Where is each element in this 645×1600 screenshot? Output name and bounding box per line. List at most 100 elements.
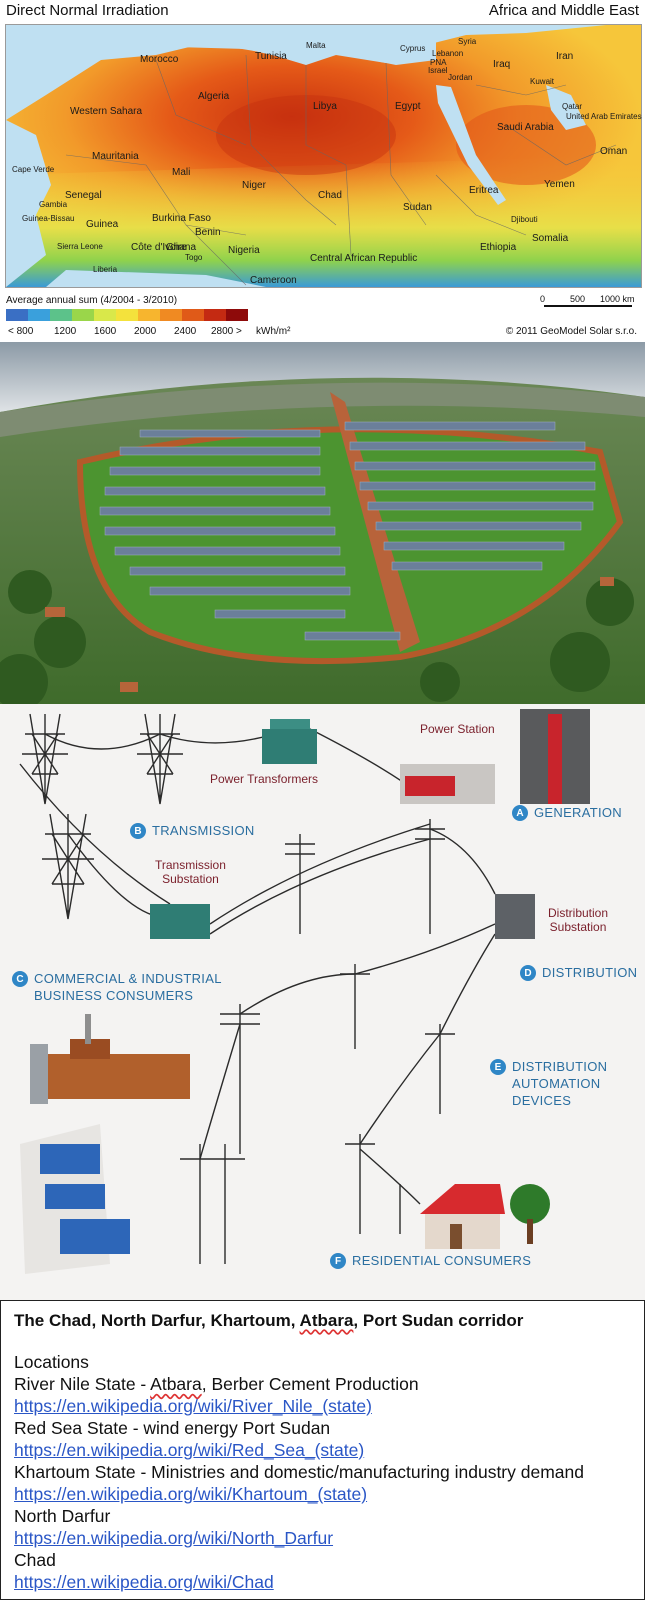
country-label: Ghana xyxy=(166,242,197,253)
location-khartoum: Khartoum State - Ministries and domestic… xyxy=(14,1462,584,1482)
step-badge: B xyxy=(130,823,146,839)
country-label: Yemen xyxy=(544,179,575,190)
legend-swatch xyxy=(94,309,116,321)
legend-swatch xyxy=(182,309,204,321)
solar-farm-photo xyxy=(0,342,645,704)
scale-tick: 0 xyxy=(540,294,546,304)
legend-tick: 1200 xyxy=(54,326,77,337)
step-distribution-automation: E DISTRIBUTION AUTOMATION DEVICES xyxy=(490,1058,607,1109)
country-label: Sudan xyxy=(403,202,432,213)
grid-illustration xyxy=(19,709,590,1274)
map-title: Direct Normal Irradiation xyxy=(6,2,169,19)
country-label: Gambia xyxy=(39,200,68,209)
locations-list: Locations River Nile State - Atbara, Ber… xyxy=(14,1351,634,1593)
scale-bar: 0 500 1000 km xyxy=(540,294,635,307)
location-text: River Nile State - xyxy=(14,1374,151,1394)
location-chad: Chad xyxy=(14,1550,56,1570)
link-red-sea[interactable]: https://en.wikipedia.org/wiki/Red_Sea_(s… xyxy=(14,1440,365,1460)
link-khartoum[interactable]: https://en.wikipedia.org/wiki/Khartoum_(… xyxy=(14,1484,368,1504)
step-commercial-industrial: C COMMERCIAL & INDUSTRIAL BUSINESS CONSU… xyxy=(12,970,222,1004)
power-station-label: Power Station xyxy=(420,722,495,736)
legend-tick: < 800 xyxy=(8,326,34,337)
location-north-darfur: North Darfur xyxy=(14,1506,111,1526)
country-label: Benin xyxy=(195,227,221,238)
country-label: Central African Republic xyxy=(310,253,418,264)
legend-unit: kWh/m² xyxy=(256,326,291,337)
country-label: PNA xyxy=(430,58,447,67)
country-label: Morocco xyxy=(140,54,179,65)
step-badge: D xyxy=(520,965,536,981)
country-label: Djibouti xyxy=(511,215,538,224)
legend-swatch xyxy=(6,309,28,321)
scale-tick: 1000 km xyxy=(600,294,635,304)
legend-swatch xyxy=(72,309,94,321)
country-label: Nigeria xyxy=(228,245,260,256)
country-label: Iran xyxy=(556,51,574,62)
legend-tick: 2800 > xyxy=(211,326,242,337)
location-misspelling: Atbara xyxy=(150,1374,202,1394)
legend-swatch xyxy=(138,309,160,321)
legend-swatch xyxy=(160,309,182,321)
country-label: Mauritania xyxy=(92,151,139,162)
power-transformers-label: Power Transformers xyxy=(210,772,319,786)
country-label: Israel xyxy=(428,66,448,75)
link-river-nile[interactable]: https://en.wikipedia.org/wiki/River_Nile… xyxy=(14,1396,372,1416)
step-distribution: D DISTRIBUTION xyxy=(520,964,637,981)
country-label: Tunisia xyxy=(255,51,287,62)
scale-line xyxy=(544,305,632,307)
country-label: Côte d'Ivoire xyxy=(131,242,187,253)
country-label: Cameroon xyxy=(250,275,297,286)
heading-misspelling: Atbara xyxy=(299,1311,354,1330)
legend-swatch xyxy=(226,309,248,321)
solar-farm-illustration xyxy=(0,342,645,704)
step-label: TRANSMISSION xyxy=(152,823,255,838)
step-residential-consumers: F RESIDENTIAL CONSUMERS xyxy=(330,1252,531,1269)
link-north-darfur[interactable]: https://en.wikipedia.org/wiki/North_Darf… xyxy=(14,1528,334,1548)
heading-text: , Port Sudan corridor xyxy=(353,1311,524,1330)
irradiation-map-panel: Direct Normal Irradiation Africa and Mid… xyxy=(0,0,645,340)
legend-swatch xyxy=(204,309,226,321)
country-label: Kuwait xyxy=(530,77,555,86)
country-label: Egypt xyxy=(395,101,421,112)
locations-label: Locations xyxy=(14,1352,89,1372)
legend-swatch xyxy=(50,309,72,321)
irradiation-map xyxy=(5,24,642,288)
location-text: , Berber Cement Production xyxy=(201,1374,419,1394)
legend-color-scale xyxy=(6,309,248,321)
country-label: Mali xyxy=(172,167,191,178)
legend-tick: 2400 xyxy=(174,326,197,337)
link-chad[interactable]: https://en.wikipedia.org/wiki/Chad xyxy=(14,1572,274,1592)
legend-tick: 2000 xyxy=(134,326,157,337)
country-label: Jordan xyxy=(448,73,473,82)
country-label: Libya xyxy=(313,101,337,112)
country-label: Malta xyxy=(306,41,326,50)
country-label: United Arab Emirates xyxy=(566,112,642,121)
country-label: Algeria xyxy=(198,91,230,102)
scale-tick: 500 xyxy=(570,294,586,304)
step-badge: F xyxy=(330,1253,346,1269)
step-label: RESIDENTIAL CONSUMERS xyxy=(352,1253,532,1268)
legend-tick: 1600 xyxy=(94,326,117,337)
map-region-title: Africa and Middle East xyxy=(488,2,639,19)
country-label: Guinea xyxy=(86,219,119,230)
step-generation: A GENERATION xyxy=(512,804,622,821)
heading-text: The Chad, North Darfur, Khartoum, xyxy=(14,1311,300,1330)
country-label: Qatar xyxy=(562,102,583,111)
country-label: Lebanon xyxy=(432,49,464,58)
country-label: Niger xyxy=(242,180,266,191)
country-label: Cape Verde xyxy=(12,165,55,174)
country-label: Guinea-Bissau xyxy=(22,214,75,223)
legend-ticks: < 800 1200 1600 2000 2400 2800 > kWh/m² xyxy=(6,326,306,338)
step-badge: C xyxy=(12,971,28,987)
corridor-heading: The Chad, North Darfur, Khartoum, Atbara… xyxy=(14,1311,523,1331)
country-label: Iraq xyxy=(493,59,511,70)
location-river-nile: River Nile State - Atbara, Berber Cement… xyxy=(14,1373,634,1395)
transmission-substation-label: Transmission Substation xyxy=(155,858,226,886)
country-label: Ethiopia xyxy=(480,242,517,253)
step-label: COMMERCIAL & INDUSTRIAL BUSINESS CONSUME… xyxy=(34,971,222,1003)
country-label: Sierra Leone xyxy=(57,242,103,251)
country-label: Somalia xyxy=(532,233,569,244)
legend-swatch xyxy=(116,309,138,321)
country-label: Oman xyxy=(600,146,628,157)
country-label: Western Sahara xyxy=(70,106,143,117)
